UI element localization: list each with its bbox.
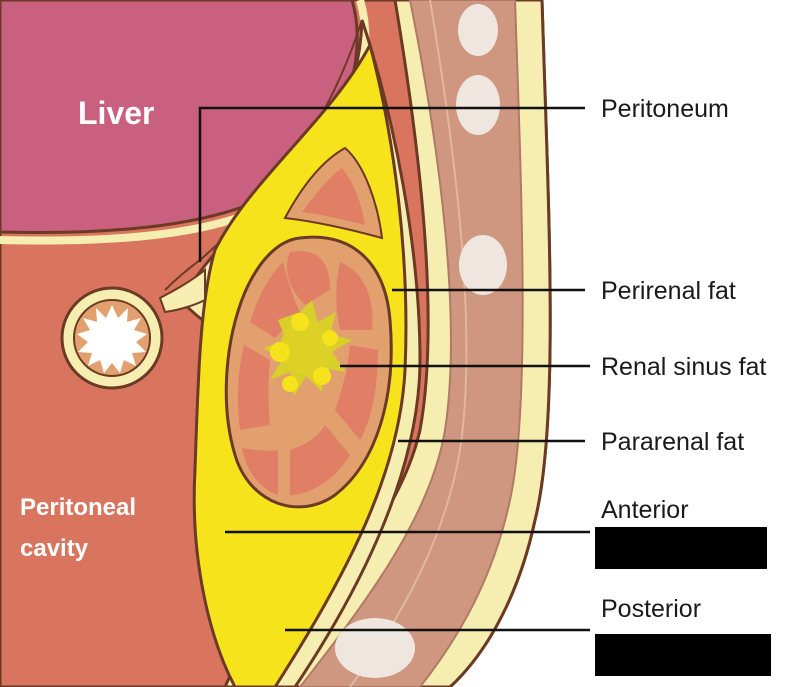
bone-oval-1 <box>458 4 498 56</box>
kidney-lobe-4 <box>290 425 350 495</box>
peritoneum-leader <box>198 106 585 262</box>
renal-sinus-fat-label: Renal sinus fat <box>601 353 766 381</box>
bowel-lumen <box>77 305 147 373</box>
muscle-inner-line <box>349 0 468 687</box>
kidney-lobe-6 <box>237 345 270 430</box>
sinus-blob-5 <box>282 376 298 392</box>
liver-label: Liver <box>78 95 154 131</box>
peritoneal-cavity-label-line1: Peritoneal <box>20 494 136 521</box>
kidney-lobe-2 <box>336 262 373 330</box>
peritoneal-cavity-label-line2: cavity <box>20 535 89 562</box>
redaction-box-anterior <box>595 527 767 569</box>
redaction-box-posterior <box>595 634 771 676</box>
kidney-lobe-3 <box>335 345 378 440</box>
peritoneum-label: Peritoneum <box>601 95 729 123</box>
pararenal-fat-label: Pararenal fat <box>601 428 744 456</box>
sinus-blob-1 <box>270 342 290 362</box>
adrenal-inner <box>302 168 365 225</box>
sinus-blob-4 <box>313 367 331 385</box>
sinus-blob-2 <box>291 313 309 331</box>
bone-oval-3 <box>459 235 507 295</box>
sinus-blob-3 <box>322 330 338 346</box>
peritoneum-attachment <box>158 267 206 314</box>
anterior-label: Anterior <box>601 496 689 524</box>
perirenal-fat-label: Perirenal fat <box>601 277 736 305</box>
bone-oval-2 <box>456 75 500 135</box>
posterior-label: Posterior <box>601 595 701 623</box>
bone-oval-4 <box>335 618 415 678</box>
kidney-lobe-5 <box>242 448 278 495</box>
kidney-lobe-1 <box>286 251 330 305</box>
renal-sinus-center <box>280 322 332 374</box>
muscle-band <box>298 0 524 687</box>
